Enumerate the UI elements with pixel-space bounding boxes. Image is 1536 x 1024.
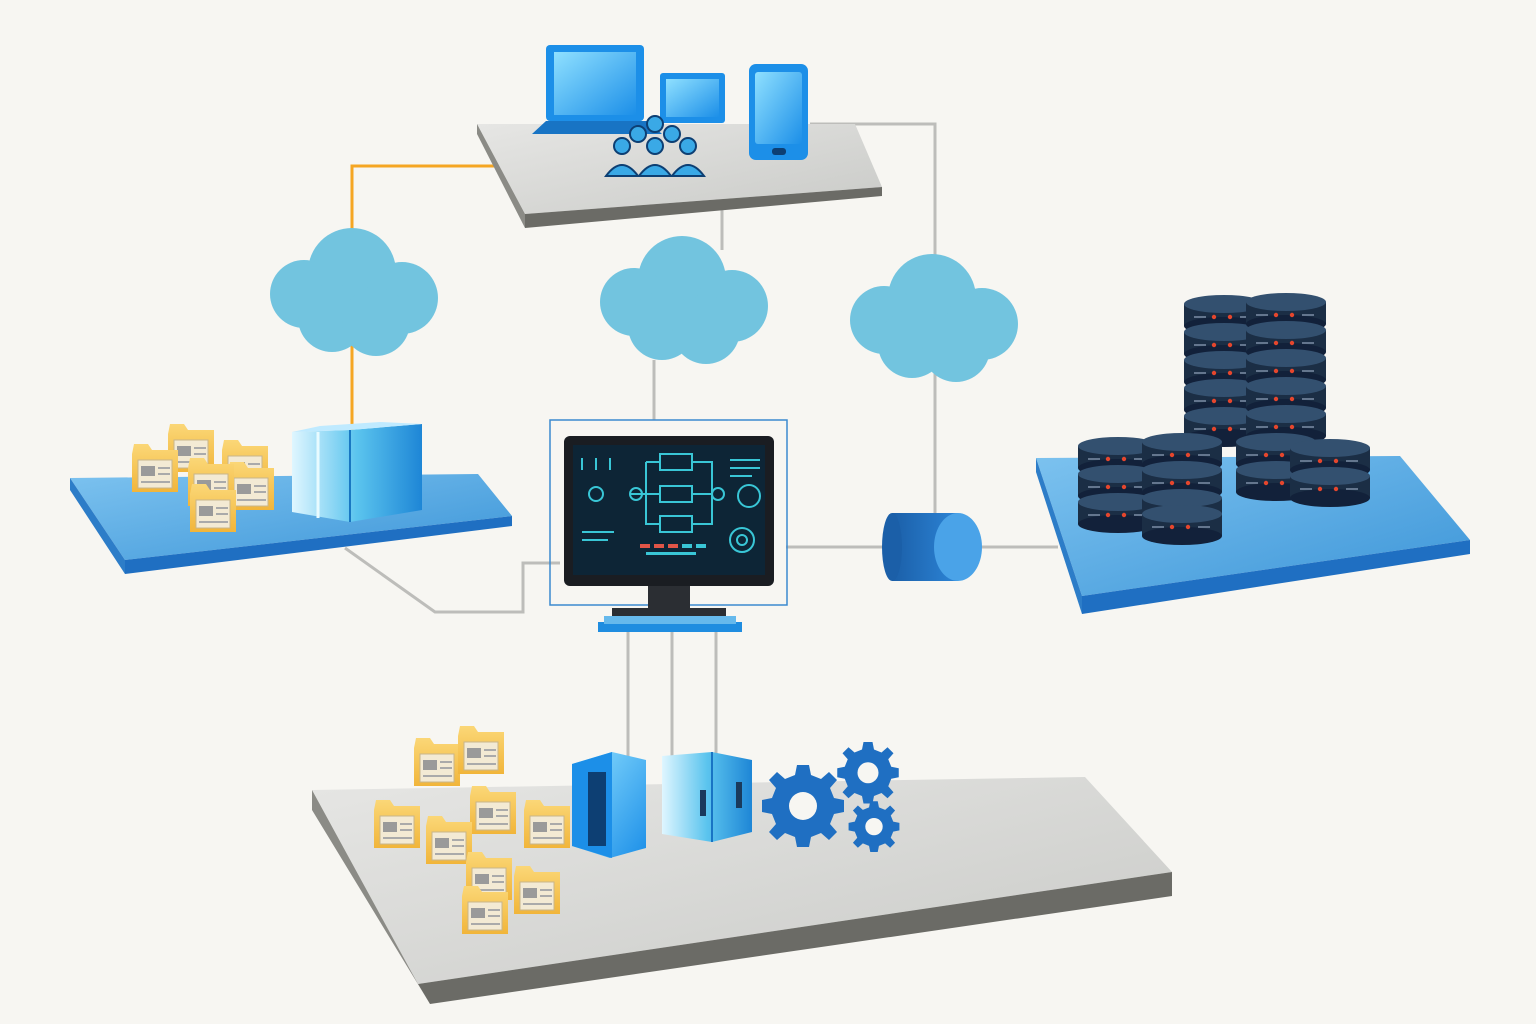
processing-platform [312,725,1172,1004]
cloud-center [600,236,768,364]
tablet-icon [660,73,725,123]
document-folder-icon [457,725,505,775]
phone-icon [749,64,808,160]
document-folder-icon [189,483,237,533]
admin-console[interactable] [549,419,788,632]
connector-left-monitor [344,546,560,614]
document-folder-icon [413,737,461,787]
document-folder-icon [131,443,179,493]
database-cylinder-icon [882,513,982,581]
package-box-icon [292,422,422,522]
cloud-left [270,228,438,356]
document-storage-platform [70,422,512,574]
users-group-icon [604,115,706,177]
cloud-icon [270,228,438,356]
server-tower-icon [572,752,646,858]
laptop-icon [532,45,662,134]
database-cluster-platform [1036,292,1470,614]
cloud-icon [850,254,1018,382]
document-folder-icon [469,785,517,835]
document-folder-icon [373,799,421,849]
client-devices-platform [477,45,882,228]
server-rack-icon [662,752,752,842]
document-folder-icon [523,799,571,849]
document-folder-icon [425,815,473,865]
monitor-dashboard-icon [564,436,774,632]
document-folder-icon [461,885,509,935]
cloud-icon [600,236,768,364]
document-folder-icon [513,865,561,915]
cloud-right [850,254,1018,382]
data-connector [882,513,982,581]
